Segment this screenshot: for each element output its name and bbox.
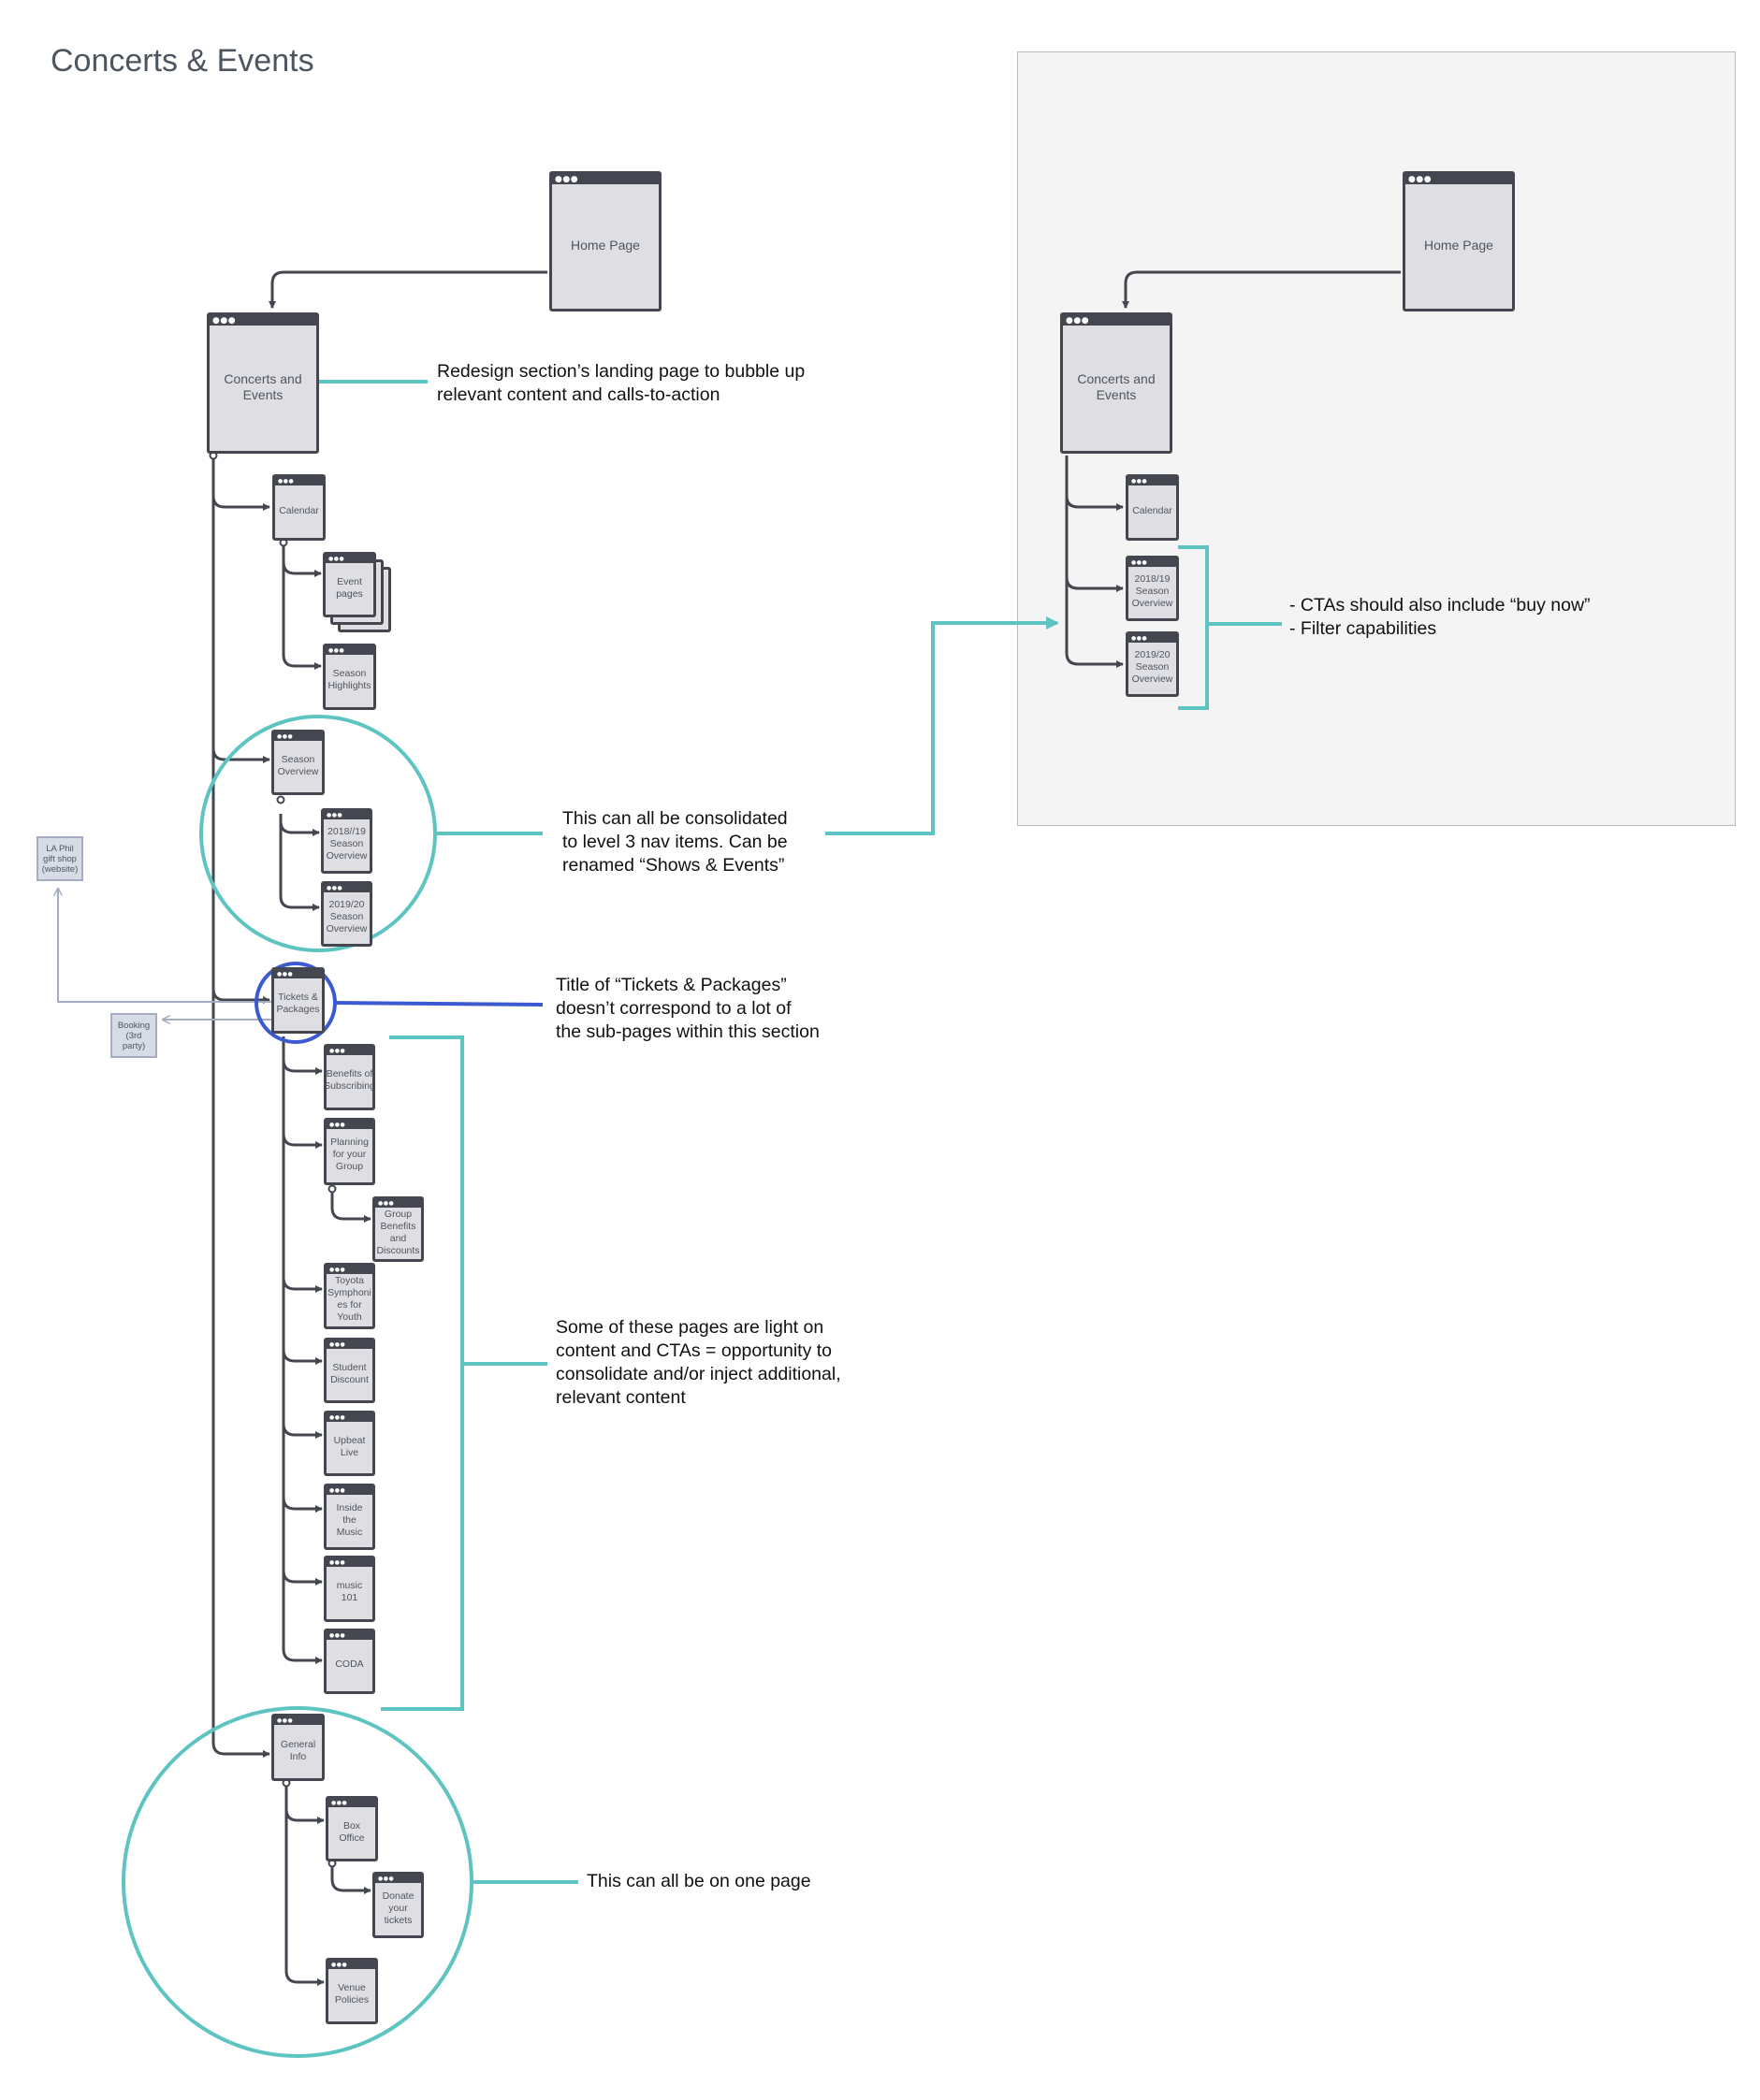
node-label: Calendar	[279, 504, 319, 516]
node-label: Donate your tickets	[382, 1890, 415, 1926]
external-gift-shop[interactable]: LA Phil gift shop (website)	[36, 836, 83, 881]
node-toyota-youth[interactable]: ●●● Toyota Symphoni es for Youth	[324, 1263, 375, 1329]
node-tickets-packages[interactable]: ●●● Tickets & Packages	[271, 967, 325, 1034]
node-label: Toyota Symphoni es for Youth	[327, 1275, 371, 1323]
node-label: Planning for your Group	[330, 1137, 369, 1172]
node-planning-group[interactable]: ●●● Planning for your Group	[324, 1118, 375, 1185]
node-general-info[interactable]: ●●● General Info	[271, 1714, 325, 1781]
node-label: Upbeat Live	[333, 1434, 366, 1458]
node-label: Box Office	[339, 1819, 365, 1844]
proposed-node-home-page[interactable]: ●●● Home Page	[1403, 171, 1515, 311]
annotation-light-content: Some of these pages are light on content…	[556, 1317, 841, 1408]
annotation-landing-page: Redesign section’s landing page to bubbl…	[437, 361, 806, 405]
node-label: Event pages	[336, 575, 363, 600]
node-label: Season Overview	[277, 753, 319, 777]
node-label: Home Page	[571, 238, 640, 253]
node-event-pages[interactable]: ●●● Event pages	[323, 552, 376, 617]
connector-gift-shop	[58, 889, 271, 1003]
connector-inside	[282, 1497, 323, 1513]
external-booking[interactable]: Booking (3rd party)	[110, 1013, 157, 1058]
connector-box-office	[284, 1808, 325, 1824]
connector-home-concerts	[269, 270, 547, 309]
node-venue-policies[interactable]: ●●● Venue Policies	[326, 1958, 378, 2024]
season-overview-highlight-circle	[199, 715, 437, 952]
connector-season-branch	[279, 814, 320, 911]
proposed-node-season-1920[interactable]: ●●● 2019/20 Season Overview	[1126, 631, 1179, 697]
connector-season-overview	[211, 747, 270, 763]
proposed-seasons-bracket	[1178, 545, 1282, 710]
node-group-benefits[interactable]: ●●● Group Benefits and Discounts	[372, 1196, 424, 1262]
connector-music101	[282, 1570, 323, 1586]
node-music-101[interactable]: ●●● music 101	[324, 1556, 375, 1622]
connector-calendar-branch	[282, 543, 322, 670]
node-season-1819[interactable]: ●●● 2018//19 Season Overview	[321, 808, 372, 874]
node-box-office[interactable]: ●●● Box Office	[326, 1796, 378, 1861]
proposed-node-calendar[interactable]: ●●● Calendar	[1126, 474, 1179, 541]
connector-group-benefits	[330, 1189, 371, 1223]
node-calendar[interactable]: ●●● Calendar	[272, 474, 326, 541]
annotation-consolidate-nav: This can all be consolidated to level 3 …	[562, 808, 788, 876]
connector-upbeat	[282, 1423, 323, 1439]
node-label: General Info	[280, 1738, 316, 1762]
node-label: 2019/20 Season Overview	[1131, 649, 1173, 685]
node-label: Student Discount	[330, 1361, 369, 1385]
connector-calendar	[211, 495, 270, 511]
connector-toyota	[282, 1277, 323, 1293]
proposed-connector-1819	[1065, 576, 1124, 592]
proposed-node-concerts-events[interactable]: ●●● Concerts and Events	[1060, 312, 1172, 454]
node-label: 2018/19 Season Overview	[1131, 573, 1173, 609]
node-label: Benefits of Subscribing	[324, 1068, 375, 1092]
connector-season-1819	[279, 820, 320, 836]
node-home-page[interactable]: ●●● Home Page	[549, 171, 662, 311]
node-label: Home Page	[1424, 238, 1493, 253]
connector-benefits	[282, 1059, 323, 1075]
node-label: Inside the Music	[336, 1501, 363, 1538]
subpages-bracket	[381, 1036, 547, 1711]
node-label: CODA	[335, 1658, 364, 1670]
season-callout-arrow	[436, 623, 1057, 835]
node-label: Season Highlights	[327, 668, 371, 691]
node-label: 2018//19 Season Overview	[326, 826, 368, 862]
annotation-one-page: This can all be on one page	[587, 1871, 811, 1891]
annotation-ctas: - CTAs should also include “buy now” - F…	[1289, 595, 1591, 639]
connector-main-trunk	[211, 456, 270, 1758]
proposed-node-season-1819[interactable]: ●●● 2018/19 Season Overview	[1126, 556, 1179, 621]
connector-student	[282, 1349, 323, 1365]
connector-donate	[330, 1863, 371, 1894]
node-coda[interactable]: ●●● CODA	[324, 1629, 375, 1694]
connector-tickets-branch	[282, 1036, 323, 1664]
connector-planning	[282, 1133, 323, 1149]
tickets-callout-line	[334, 1001, 544, 1007]
connector-event-pages	[282, 561, 322, 577]
node-season-overview[interactable]: ●●● Season Overview	[271, 730, 325, 795]
node-upbeat-live[interactable]: ●●● Upbeat Live	[324, 1411, 375, 1476]
node-label: 2019/20 Season Overview	[326, 899, 368, 934]
proposed-connector-home-concerts	[1122, 270, 1401, 309]
page-title: Concerts & Events	[51, 43, 314, 79]
node-label: music 101	[336, 1580, 363, 1603]
node-season-1920[interactable]: ●●● 2019/20 Season Overview	[321, 881, 372, 947]
connector-general-branch	[284, 1783, 325, 1986]
node-label: Concerts and Events	[1077, 371, 1156, 402]
proposed-connector-calendar	[1065, 495, 1124, 511]
annotation-tickets-title: Title of “Tickets & Packages” doesn’t co…	[556, 975, 820, 1042]
node-benefits-subscribing[interactable]: ●●● Benefits of Subscribing	[324, 1044, 375, 1110]
node-label: Venue Policies	[334, 1982, 370, 2006]
node-donate-tickets[interactable]: ●●● Donate your tickets	[372, 1872, 424, 1938]
node-student-discount[interactable]: ●●● Student Discount	[324, 1338, 375, 1403]
node-label: Concerts and Events	[224, 371, 302, 402]
proposed-connector-trunk	[1065, 456, 1124, 668]
node-label: Group Benefits and Discounts	[376, 1208, 420, 1256]
node-season-highlights[interactable]: ●●● Season Highlights	[323, 644, 376, 710]
node-label: Tickets & Packages	[276, 992, 320, 1015]
node-concerts-events[interactable]: ●●● Concerts and Events	[207, 312, 319, 454]
connector-tickets	[211, 988, 270, 1004]
node-label: Calendar	[1132, 504, 1172, 516]
node-inside-music[interactable]: ●●● Inside the Music	[324, 1484, 375, 1550]
